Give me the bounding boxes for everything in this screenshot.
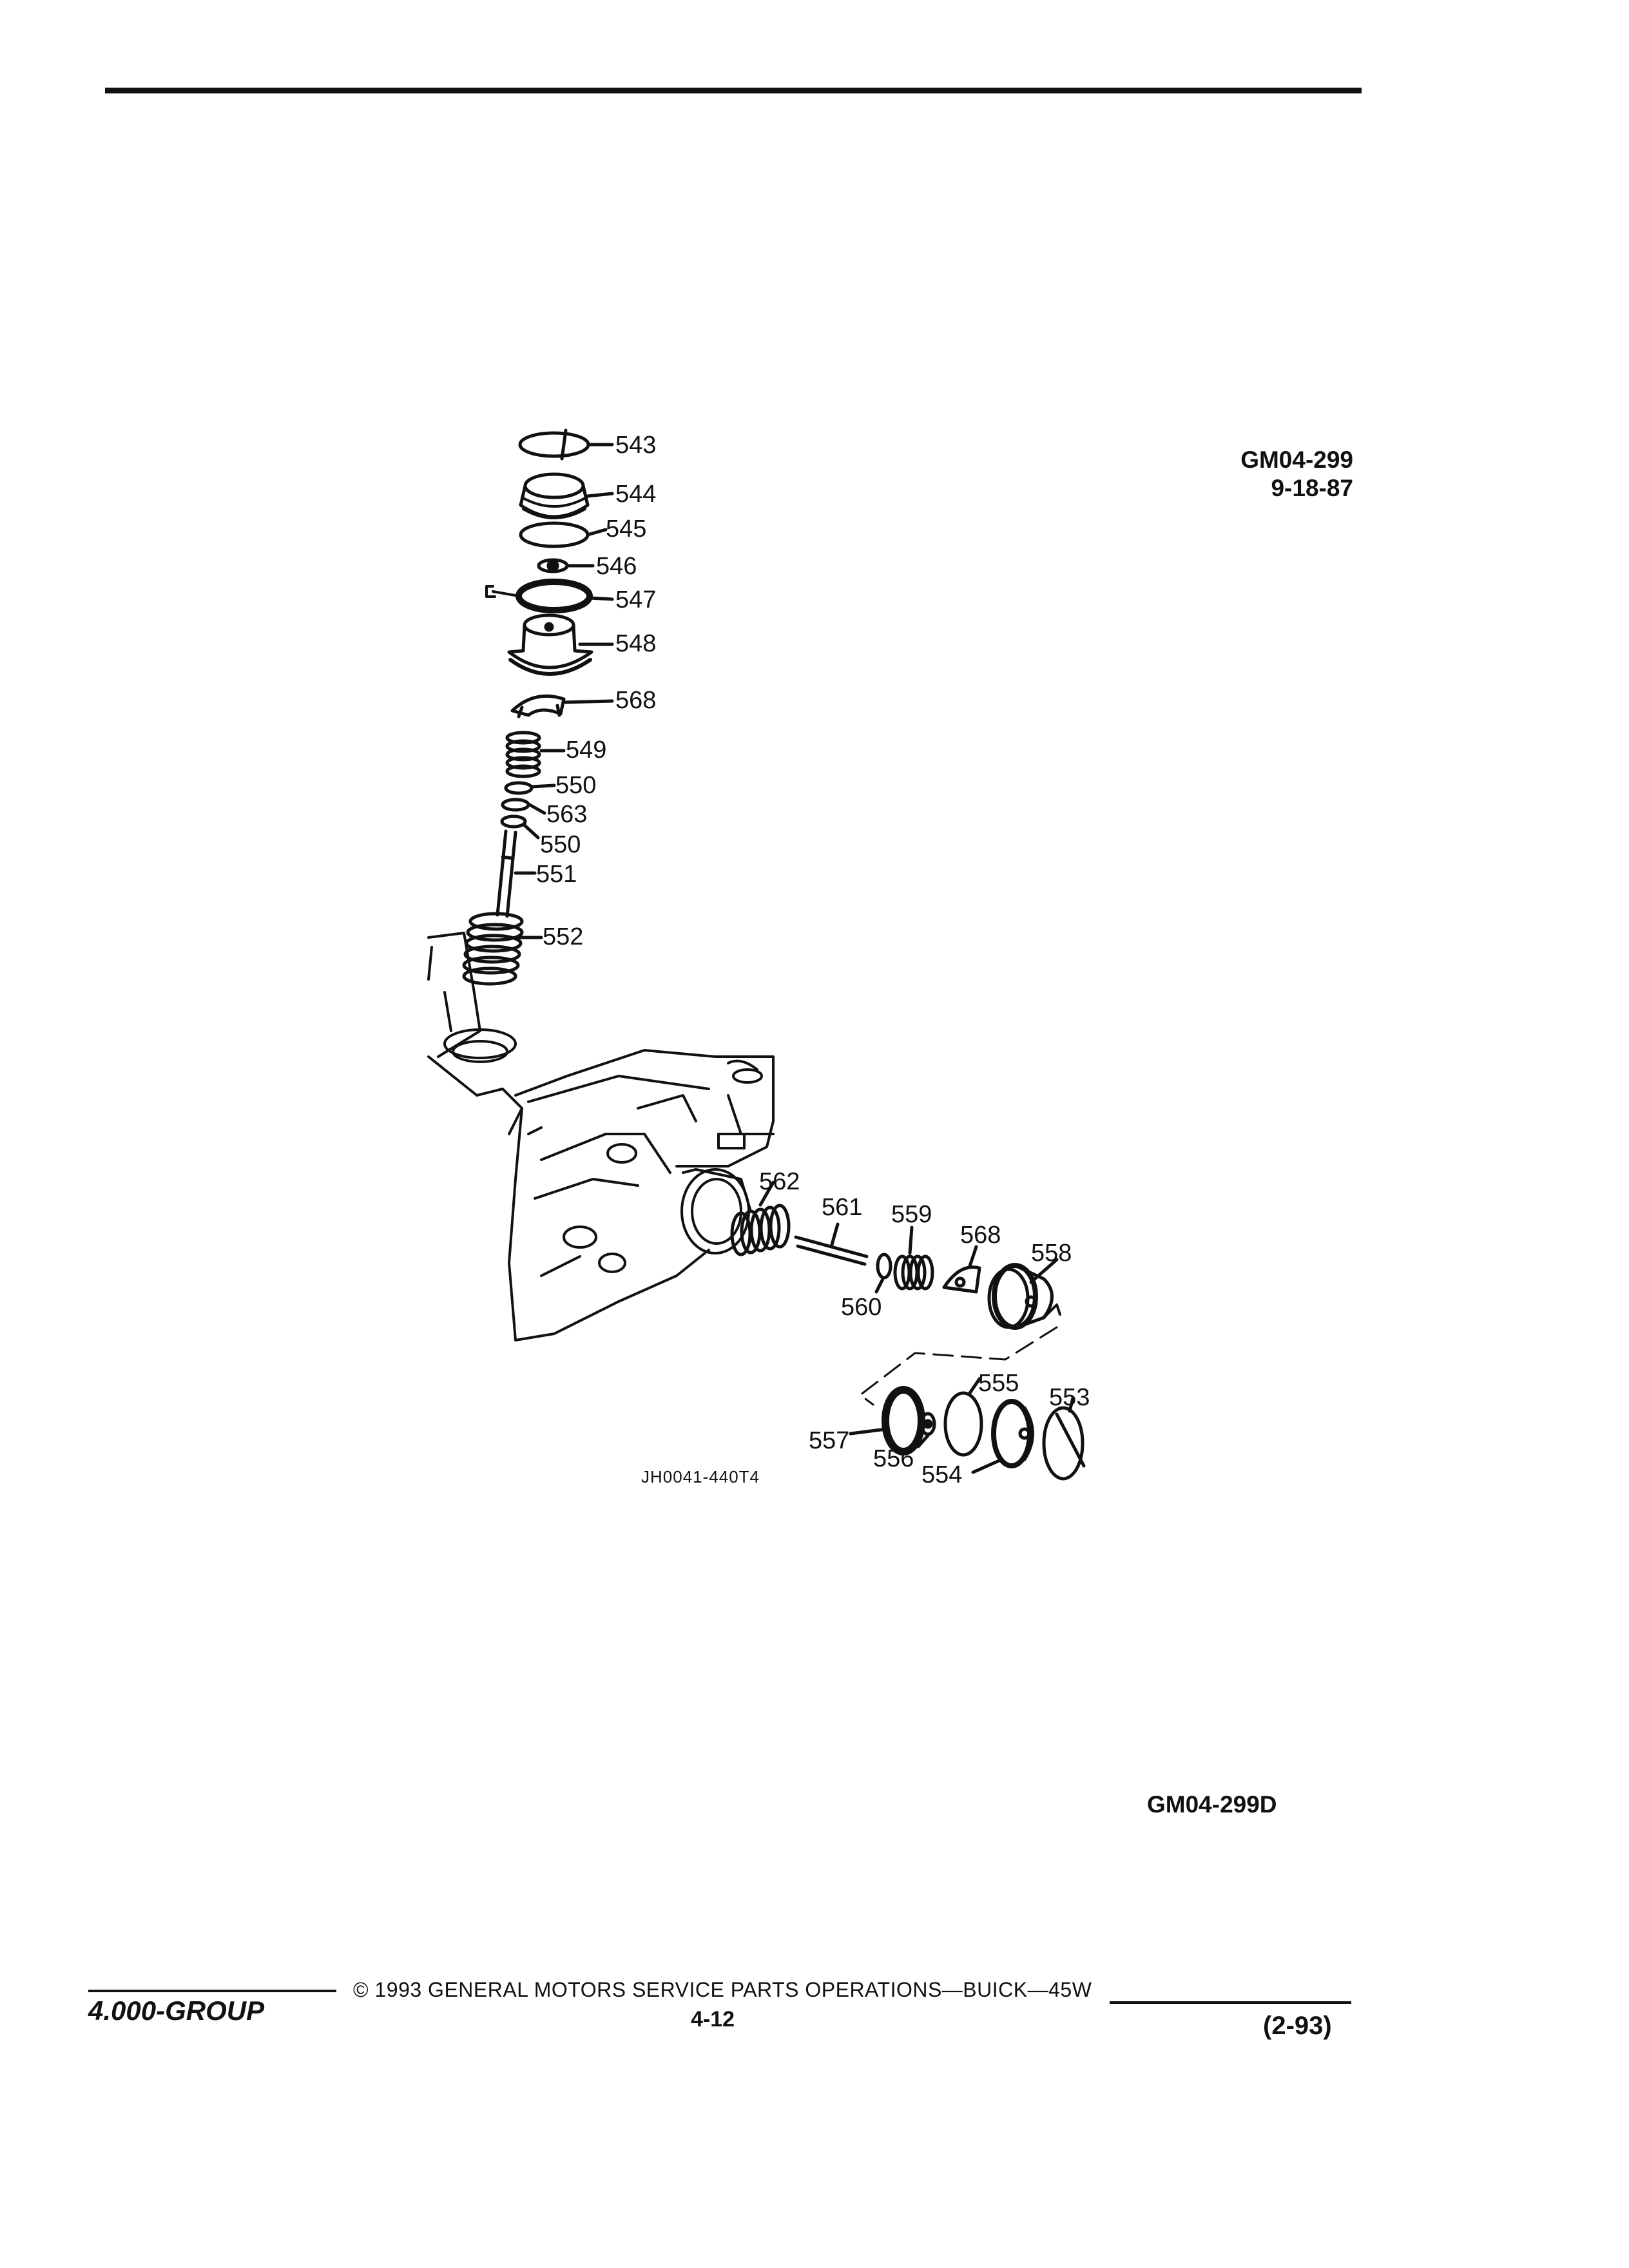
ring-563 xyxy=(501,798,546,815)
housing-558 xyxy=(987,1258,1061,1330)
callout-549: 549 xyxy=(566,736,607,764)
washer-550a xyxy=(504,781,556,795)
ring-547 xyxy=(485,579,614,613)
callout-551: 551 xyxy=(536,861,577,888)
callout-543: 543 xyxy=(615,432,657,459)
figure-ref: GM04-299 xyxy=(1240,447,1353,473)
callout-550-second: 550 xyxy=(540,831,581,858)
spring-559 xyxy=(893,1225,934,1291)
footer-group: 4.000-GROUP xyxy=(88,1995,265,2026)
pin-561 xyxy=(794,1222,869,1266)
piston-544 xyxy=(519,472,614,519)
snap-ring-553 xyxy=(1042,1396,1086,1481)
callout-562: 562 xyxy=(759,1168,800,1195)
transmission-case xyxy=(427,932,775,1341)
spring-552 xyxy=(462,912,543,986)
callout-568-second: 568 xyxy=(960,1222,1001,1249)
callout-557: 557 xyxy=(809,1427,850,1454)
callout-546: 546 xyxy=(596,553,637,580)
footer-copyright: © 1993 GENERAL MOTORS SERVICE PARTS OPER… xyxy=(353,1978,1092,2001)
callout-561: 561 xyxy=(822,1194,863,1221)
housing-548 xyxy=(507,613,614,676)
callout-554: 554 xyxy=(921,1461,963,1488)
dash-leader xyxy=(859,1326,1058,1406)
callout-552: 552 xyxy=(543,923,584,950)
illustration-id: JH0041-440T4 xyxy=(641,1467,760,1486)
footer-rule-left xyxy=(88,1990,336,1992)
footer-date: (2-93) xyxy=(1263,2012,1332,2040)
callout-555: 555 xyxy=(978,1370,1019,1397)
figure-date: 9-18-87 xyxy=(1271,475,1353,501)
header-rule xyxy=(105,88,1362,93)
spring-549 xyxy=(505,731,566,778)
callout-568: 568 xyxy=(615,687,657,714)
ring-557 xyxy=(849,1386,925,1456)
seal-545 xyxy=(519,521,608,548)
retainer-568b xyxy=(942,1245,981,1294)
callout-553: 553 xyxy=(1049,1384,1090,1411)
pin-551 xyxy=(496,829,537,918)
footer-page-number: 4-12 xyxy=(691,2007,735,2032)
callout-550: 550 xyxy=(555,772,597,799)
callout-560: 560 xyxy=(841,1294,882,1321)
washer-550b xyxy=(500,814,540,840)
seal-546 xyxy=(537,558,595,573)
seal-555 xyxy=(943,1377,983,1457)
callout-548: 548 xyxy=(615,630,657,657)
bottom-figure-ref: GM04-299D xyxy=(1147,1791,1277,1818)
seal-556 xyxy=(916,1412,936,1448)
callout-563: 563 xyxy=(546,801,588,828)
callout-545: 545 xyxy=(606,515,647,543)
callout-547: 547 xyxy=(615,586,657,613)
callout-558: 558 xyxy=(1031,1240,1072,1267)
callout-544: 544 xyxy=(615,481,657,508)
washer-560 xyxy=(874,1253,892,1294)
snap-ring-543 xyxy=(518,428,614,461)
piston-554 xyxy=(971,1399,1034,1474)
footer-rule-right xyxy=(1110,2001,1351,2004)
spring-562 xyxy=(730,1180,791,1256)
callout-559: 559 xyxy=(891,1201,932,1228)
retainer-568 xyxy=(510,694,614,718)
callout-556: 556 xyxy=(873,1445,914,1472)
